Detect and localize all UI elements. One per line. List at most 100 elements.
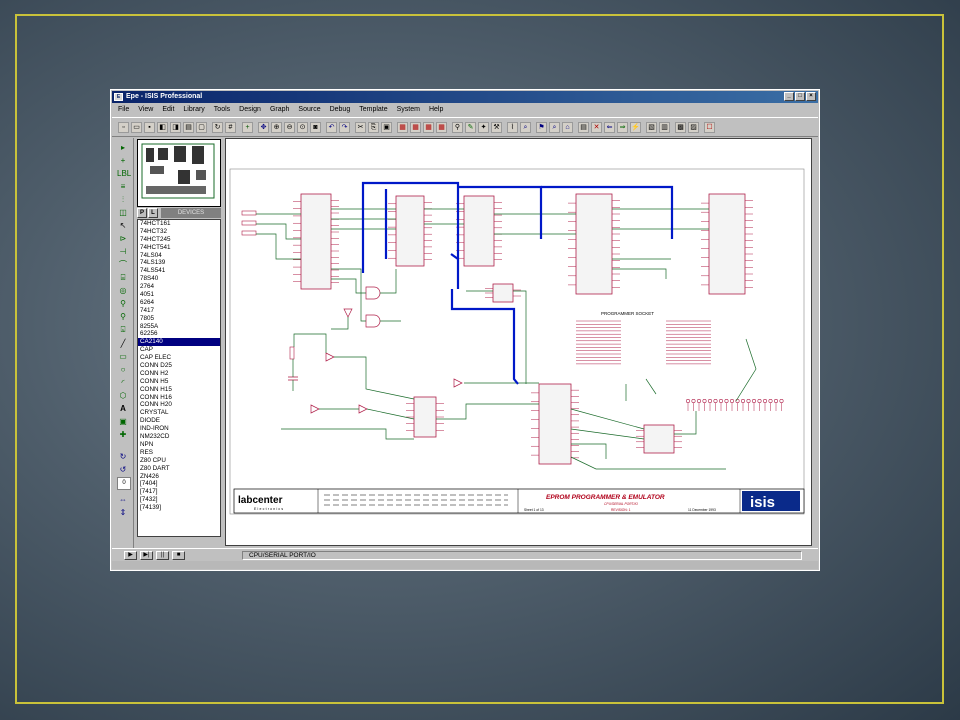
device-item[interactable]: [7404] xyxy=(140,480,158,488)
design-explorer-icon[interactable]: ▩ xyxy=(675,122,686,133)
device-item[interactable]: CONN H5 xyxy=(140,377,169,385)
pause-button[interactable]: || xyxy=(156,551,169,560)
save-icon[interactable]: ▪ xyxy=(144,122,155,133)
menu-help[interactable]: Help xyxy=(428,106,444,113)
device-item[interactable]: 4051 xyxy=(140,291,155,299)
close-button[interactable]: × xyxy=(806,92,816,101)
isis-app-icon[interactable]: E xyxy=(114,93,123,101)
print-icon[interactable]: ▤ xyxy=(183,122,194,133)
path-icon[interactable]: ⬡ xyxy=(119,391,127,400)
device-item[interactable]: CONN D25 xyxy=(140,362,172,370)
device-item[interactable]: [7417] xyxy=(140,488,158,496)
block-move-icon[interactable]: ▦ xyxy=(410,122,421,133)
device-item[interactable]: 74LS139 xyxy=(140,259,166,267)
zoom-all-icon[interactable]: ⊙ xyxy=(297,122,308,133)
circle-icon[interactable]: ○ xyxy=(120,365,126,374)
redo-icon[interactable]: ↷ xyxy=(339,122,350,133)
device-item[interactable]: IND-IRON xyxy=(140,425,169,433)
line-icon[interactable]: ╱ xyxy=(120,339,126,348)
pick-device-icon[interactable]: ⚲ xyxy=(452,122,463,133)
device-item[interactable]: 74HCT245 xyxy=(140,235,171,243)
zoom-in-icon[interactable]: ⊕ xyxy=(271,122,282,133)
make-device-icon[interactable]: ✎ xyxy=(465,122,476,133)
simulate-icon[interactable]: ☐ xyxy=(704,122,715,133)
step-button[interactable]: ▶| xyxy=(140,551,153,560)
delete-sheet-icon[interactable]: ✕ xyxy=(591,122,602,133)
maximize-button[interactable]: □ xyxy=(795,92,805,101)
import-icon[interactable]: ◧ xyxy=(157,122,168,133)
menu-edit[interactable]: Edit xyxy=(162,106,175,113)
device-item[interactable]: CRYSTAL xyxy=(140,409,169,417)
component-mode-icon[interactable]: ▸ xyxy=(120,143,125,152)
paste-icon[interactable]: ▣ xyxy=(381,122,392,133)
wire-autorouter-icon[interactable]: ⌇ xyxy=(507,122,518,133)
device-item[interactable]: CONN H20 xyxy=(140,401,172,409)
device-item[interactable]: 74LS541 xyxy=(140,267,166,275)
device-item[interactable]: 74HCT541 xyxy=(140,243,171,251)
menu-source[interactable]: Source xyxy=(298,106,321,113)
device-item[interactable]: ZN426 xyxy=(140,472,159,480)
device-item[interactable]: Z80 DART xyxy=(140,464,170,472)
block-rotate-icon[interactable]: ▦ xyxy=(423,122,434,133)
stop-button[interactable]: ■ xyxy=(172,551,185,560)
rotate-cw-icon[interactable]: ↻ xyxy=(119,452,127,461)
device-item[interactable]: CAP xyxy=(140,346,153,354)
text-icon[interactable]: A xyxy=(120,404,126,413)
device-item[interactable]: 6264 xyxy=(140,298,155,306)
device-item[interactable]: NM232CD xyxy=(140,433,170,441)
device-item[interactable]: [74139] xyxy=(140,504,162,512)
new-file-icon[interactable]: ▫ xyxy=(118,122,129,133)
open-folder-icon[interactable]: ▭ xyxy=(131,122,142,133)
tape-recorder-icon[interactable]: ⌸ xyxy=(120,273,126,282)
device-item[interactable]: CONN H16 xyxy=(140,393,172,401)
view-sheets-icon[interactable]: ▨ xyxy=(688,122,699,133)
export-icon[interactable]: ◨ xyxy=(170,122,181,133)
subcircuit-icon[interactable]: ◫ xyxy=(119,208,127,217)
symbol-icon[interactable]: ▣ xyxy=(119,417,127,426)
device-item[interactable]: 2764 xyxy=(140,283,155,291)
voltage-probe-icon[interactable]: ⚲ xyxy=(120,299,126,308)
menu-system[interactable]: System xyxy=(396,106,420,113)
graph-icon[interactable]: ⌒ xyxy=(119,260,127,269)
device-item[interactable]: 78S40 xyxy=(140,275,159,283)
device-item[interactable]: Z80 CPU xyxy=(140,456,166,464)
block-delete-icon[interactable]: ▦ xyxy=(436,122,447,133)
cut-icon[interactable]: ✂ xyxy=(355,122,366,133)
current-probe-icon[interactable]: ⚲ xyxy=(120,312,126,321)
device-item[interactable]: NPN xyxy=(140,440,154,448)
device-item[interactable]: CONN H2 xyxy=(140,369,169,377)
minimize-button[interactable]: _ xyxy=(784,92,794,101)
device-item[interactable]: CONN H15 xyxy=(140,385,172,393)
menu-design[interactable]: Design xyxy=(239,106,261,113)
schematic-canvas[interactable]: PROGRAMMER SOCKETlabcenterElectronicsEPR… xyxy=(226,139,811,545)
report-icon[interactable]: ▥ xyxy=(659,122,670,133)
bus-icon[interactable]: ⫶ xyxy=(122,195,124,204)
device-item[interactable]: CAP ELEC xyxy=(140,354,172,362)
undo-icon[interactable]: ↶ xyxy=(326,122,337,133)
decompose-icon[interactable]: ✦ xyxy=(478,122,489,133)
overview-window[interactable] xyxy=(137,139,221,207)
mirror-y-icon[interactable]: ⇕ xyxy=(119,508,127,517)
device-pin-icon[interactable]: ⊣ xyxy=(119,247,127,256)
wire-label-icon[interactable]: LBL xyxy=(117,169,132,178)
terminal-icon[interactable]: ⊳ xyxy=(119,234,127,243)
device-item[interactable]: 62256 xyxy=(140,330,158,338)
device-item[interactable]: 7417 xyxy=(140,306,155,314)
grid-icon[interactable]: # xyxy=(225,122,236,133)
menu-file[interactable]: File xyxy=(118,106,130,113)
copy-icon[interactable]: ⎘ xyxy=(368,122,379,133)
menu-template[interactable]: Template xyxy=(359,106,388,113)
search-tag-icon[interactable]: ⌕ xyxy=(520,122,531,133)
pan-icon[interactable]: ✥ xyxy=(258,122,269,133)
mirror-x-icon[interactable]: ⇔ xyxy=(119,495,127,504)
marker-icon[interactable]: ✚ xyxy=(119,430,127,439)
rotate-ccw-icon[interactable]: ↺ xyxy=(119,465,127,474)
box-icon[interactable]: ▭ xyxy=(119,352,127,361)
device-item[interactable]: 74HCT161 xyxy=(140,220,171,227)
print-area-icon[interactable]: ▢ xyxy=(196,122,207,133)
refresh-icon[interactable]: ↻ xyxy=(212,122,223,133)
junction-dot-icon[interactable]: + xyxy=(120,156,126,165)
exit-to-parent-icon[interactable]: ⇐ xyxy=(604,122,615,133)
block-copy-icon[interactable]: ▦ xyxy=(397,122,408,133)
